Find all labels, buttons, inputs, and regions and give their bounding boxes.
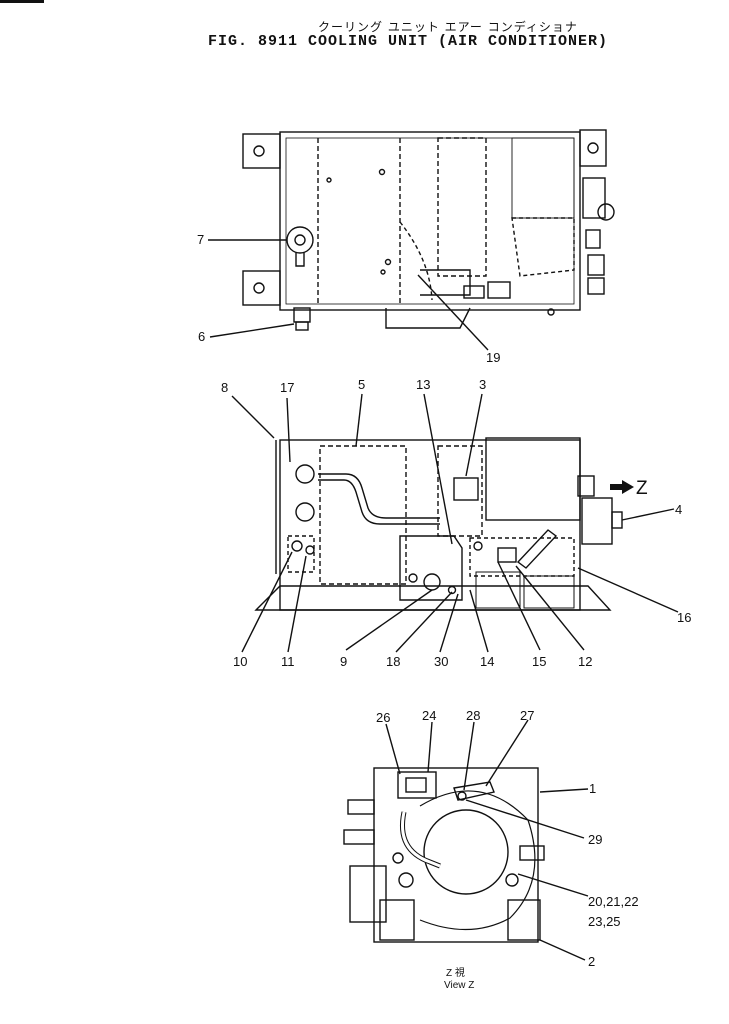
- figure-title: FIG. 8911 COOLING UNIT (AIR CONDITIONER): [208, 33, 609, 50]
- callout-1: 1: [589, 781, 596, 796]
- top-core: [437, 137, 487, 277]
- japanese-title: クーリング ユニット エアー コンディショナ: [318, 20, 578, 34]
- callout-8: 8: [221, 380, 228, 395]
- side-motor-box: [485, 437, 581, 521]
- callout-2: 2: [588, 954, 595, 969]
- callout-5: 5: [358, 377, 365, 392]
- callout-13: 13: [416, 377, 430, 392]
- side-part-5: [319, 445, 407, 585]
- viewz-part-28: [453, 781, 495, 801]
- view-z-arrow-label: Z: [636, 478, 648, 499]
- side-part-16: [516, 529, 558, 569]
- callout-27: 27: [520, 708, 534, 723]
- top-part-7: [286, 226, 314, 254]
- corner-registration-mark: [0, 0, 44, 3]
- side-housing: [279, 439, 581, 611]
- top-mount-ear-right: [579, 129, 607, 167]
- callout-6: 6: [198, 329, 205, 344]
- callout-9: 9: [340, 654, 347, 669]
- view-z: [343, 719, 589, 961]
- callout-11: 11: [281, 654, 295, 669]
- view-z-arrow-icon: [610, 480, 634, 494]
- callout-12: 12: [578, 654, 592, 669]
- top-valve-block: [582, 177, 606, 219]
- callout-4: 4: [675, 502, 682, 517]
- callout-3: 3: [479, 377, 486, 392]
- viewz-housing: [373, 767, 539, 943]
- callout-24: 24: [422, 708, 436, 723]
- callout-20-21-22: 20,21,22: [588, 894, 639, 909]
- callout-26: 26: [376, 710, 390, 725]
- callout-7: 7: [197, 232, 204, 247]
- side-view: [231, 393, 679, 653]
- view-z-caption-japanese: Z 視: [446, 966, 465, 979]
- callout-15: 15: [532, 654, 546, 669]
- callout-29: 29: [588, 832, 602, 847]
- callout-14: 14: [480, 654, 494, 669]
- top-mount-ear-left-lower: [242, 270, 281, 306]
- side-part-17: [295, 464, 315, 484]
- viewz-fan-20-21-22: [423, 809, 509, 895]
- callout-18: 18: [386, 654, 400, 669]
- callout-28: 28: [466, 708, 480, 723]
- callout-30: 30: [434, 654, 448, 669]
- callout-16: 16: [677, 610, 691, 625]
- top-mount-ear-left-upper: [242, 133, 281, 169]
- callout-10: 10: [233, 654, 247, 669]
- view-z-caption-english: View Z: [444, 980, 474, 991]
- side-part-4: [581, 497, 613, 545]
- viewz-part-24: [397, 771, 437, 799]
- callout-19: 19: [486, 350, 500, 365]
- callout-23-25: 23,25: [588, 914, 621, 929]
- top-housing: [279, 131, 581, 311]
- callout-17: 17: [280, 380, 294, 395]
- viewz-valve: [349, 865, 387, 923]
- side-part-3: [453, 477, 479, 501]
- side-part-9: [399, 535, 463, 601]
- top-view: [208, 129, 615, 351]
